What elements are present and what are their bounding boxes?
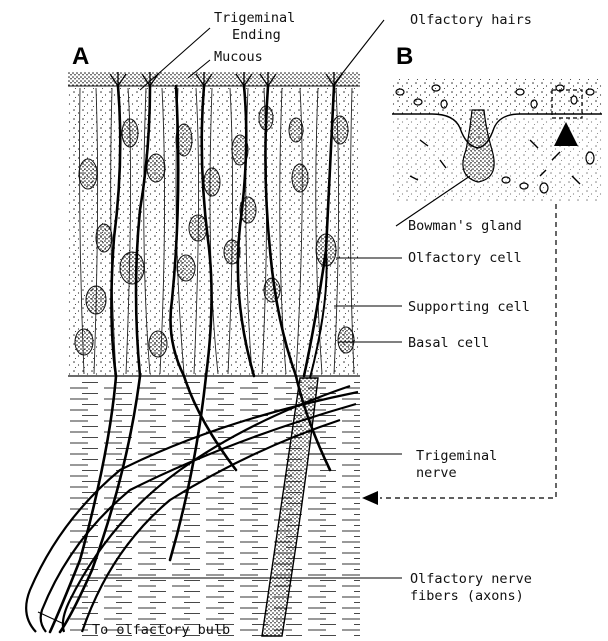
bowmans-gland-label: Bowman's gland: [408, 218, 522, 234]
olfactory-hairs-label: Olfactory hairs: [410, 12, 532, 28]
to-olfactory-bulb-label: To olfactory bulb: [92, 622, 230, 638]
panel-a-illustration: [26, 72, 360, 636]
trigeminal-ending-label-line2: Ending: [232, 27, 281, 43]
supporting-cell-label: Supporting cell: [408, 299, 530, 315]
mucous-layer: [68, 72, 360, 86]
trigeminal-nerve-label-line2: nerve: [416, 465, 457, 481]
panel-a-label: A: [72, 43, 89, 70]
olfactory-nerve-fibers-label-line2: fibers (axons): [410, 588, 524, 604]
trigeminal-nerve-label-line1: Trigeminal: [416, 448, 497, 464]
olfactory-nerve-fibers-label-line1: Olfactory nerve: [410, 571, 532, 587]
basal-cell-label: Basal cell: [408, 335, 489, 351]
panel-b-illustration: [362, 70, 602, 505]
inset-leader-arrowhead: [362, 491, 378, 505]
olfactory-cell-label: Olfactory cell: [408, 250, 522, 266]
panel-b-label: B: [396, 43, 413, 70]
trigeminal-ending-label-line1: Trigeminal: [214, 10, 295, 26]
mucous-label: Mucous: [214, 49, 263, 65]
